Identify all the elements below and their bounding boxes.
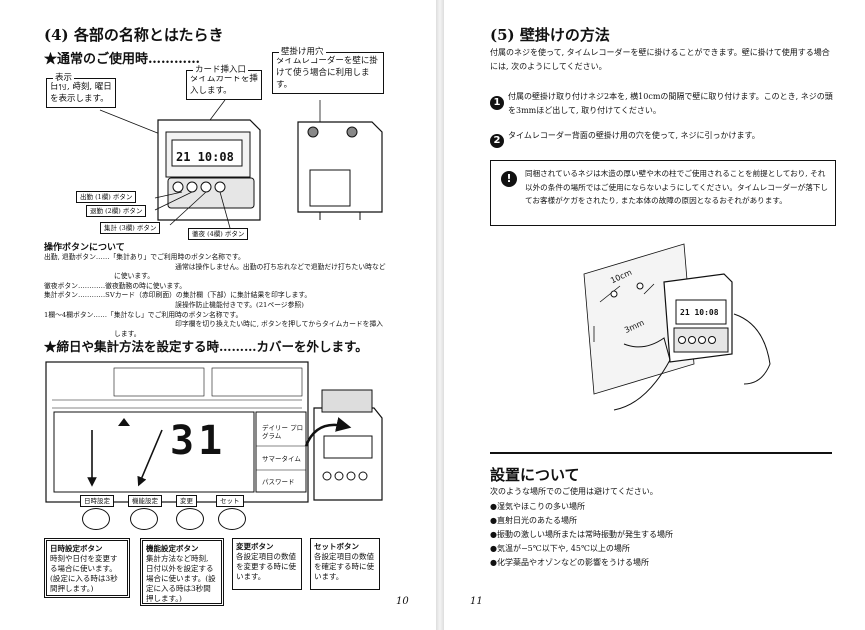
- btn-night-label: 徹夜 (4欄) ボタン: [188, 228, 249, 240]
- left-page: (4) 各部の名称とはたらき ★通常のご使用時………… 表示 日付, 時刻, 曜…: [44, 26, 409, 607]
- clock-display: 21 10:08: [176, 150, 234, 164]
- callout-set-title: セットボタン: [314, 542, 359, 551]
- display-callout-title: 表示: [53, 72, 75, 84]
- card-slot-text: タイムカードを挿入します。: [190, 74, 258, 96]
- callout-function-text: 集計方法など時刻, 日付以外を設定する場合に使います。(設定に入る時は3秒間押し…: [146, 554, 216, 603]
- install-item: ●化学薬品やオゾンなどの影響をうける場所: [490, 558, 649, 567]
- device-front-illustration: [99, 99, 383, 229]
- op-line: 誤操作防止機能付きです。(21ページ参照): [114, 300, 304, 309]
- warning-icon: !: [501, 171, 517, 187]
- panel-label-change: 変更: [176, 495, 197, 507]
- section-title: (5) 壁掛けの方法: [490, 26, 610, 44]
- panel-label-datetime: 日時設定: [80, 495, 114, 507]
- install-title: 設置について: [490, 466, 580, 484]
- callout-change: 変更ボタン 各設定項目の数値を変更する時に使います。: [232, 538, 302, 590]
- page-number: 10: [396, 596, 409, 607]
- wall-hole-title: 壁掛け用穴: [279, 46, 326, 58]
- callout-datetime-text: 時刻や日付を変更する場合に使います。(設定に入る時は3秒間押します。): [50, 554, 118, 593]
- settings-panel-illustration: [45, 361, 383, 503]
- step1-text: 付属の壁掛け取り付けネジ2本を, 横10cmの間隔で壁に取り付けます。このとき,…: [508, 92, 833, 115]
- change-button[interactable]: [176, 508, 204, 530]
- step1-number: 1: [490, 90, 504, 110]
- callout-datetime-title: 日時設定ボタン: [50, 544, 103, 553]
- wall-hole-callout: 壁掛け用穴 タイムレコーダーを壁に掛けて使う場合に利用します。: [272, 46, 384, 94]
- warning-box: ! 同梱されているネジは木造の厚い壁や木の柱でご使用されることを前提としており,…: [490, 160, 836, 226]
- display-callout: 表示 日付, 時刻, 曜日を表示します。: [46, 72, 116, 108]
- callout-change-text: 各設定項目の数値を変更する時に使います。: [236, 552, 296, 581]
- install-list: ●湿気やほこりの多い場所 ●直射日光のあたる場所 ●振動の激しい場所または常時振…: [490, 500, 673, 570]
- warning-text: 同梱されているネジは木造の厚い壁や木の柱でご使用されることを前提としており, そ…: [525, 169, 828, 205]
- page-number: 11: [470, 596, 483, 607]
- cutoff-heading: ★締日や集計方法を設定する時………カバーを外します。: [44, 339, 368, 354]
- callout-function: 機能設定ボタン 集計方法など時刻, 日付以外を設定する場合に使います。(設定に入…: [140, 538, 224, 606]
- section-title: (4) 各部の名称とはたらき: [44, 26, 224, 44]
- op-line: 通常は操作しません。出勤の打ち忘れなどで退勤だけ打ちたい時などに使います。: [114, 262, 386, 281]
- op-line: 徹夜ボタン…………徹夜勤務の時に使います。: [44, 281, 187, 290]
- panel-label-function: 機能設定: [128, 495, 162, 507]
- display-callout-text: 日付, 時刻, 曜日を表示します。: [50, 82, 112, 104]
- op-notes: 出勤, 退勤ボタン……「集計あり」でご利用時のボタン名称です。 通常は操作しませ…: [44, 253, 389, 339]
- wall-mount-illustration: [583, 243, 771, 411]
- op-line: 集計ボタン…………SVカード（赤印刷面）の集計欄（下部）に集計結果を印字します。: [44, 291, 312, 300]
- callout-change-title: 変更ボタン: [236, 542, 274, 551]
- btn-out-label: 退勤 (2欄) ボタン: [86, 205, 147, 217]
- install-item: ●湿気やほこりの多い場所: [490, 502, 585, 511]
- install-item: ●気温が−5℃以下や, 45℃以上の場所: [490, 544, 630, 553]
- op-line: 印字欄を切り換えたい時に, ボタンを押してからタイムカードを挿入します。: [114, 320, 384, 338]
- intro-text: 付属のネジを使って, タイムレコーダーを壁に掛けることができます。壁に掛けて使用…: [490, 48, 830, 71]
- op-line: 1欄〜4欄ボタン……「集計なし」でご利用時のボタン名称です。: [44, 310, 243, 319]
- wall-clock-display: 21 10:08: [680, 308, 719, 317]
- side-label-daily: デイリー プログラム: [262, 424, 304, 440]
- datetime-button[interactable]: [82, 508, 110, 530]
- step2-text: タイムレコーダー背面の壁掛け用の穴を使って, ネジに引っかけます。: [508, 131, 760, 140]
- install-item: ●振動の激しい場所または常時振動が発生する場所: [490, 530, 673, 539]
- big-display: 31: [170, 418, 227, 464]
- card-slot-callout: カード挿入口 タイムカードを挿入します。: [186, 64, 262, 100]
- btn-total-label: 集計 (3欄) ボタン: [100, 222, 161, 234]
- install-item: ●直射日光のあたる場所: [490, 516, 577, 525]
- right-page: (5) 壁掛けの方法 付属のネジを使って, タイムレコーダーを壁に掛けることがで…: [444, 0, 865, 630]
- callout-set: セットボタン 各設定項目の数値を確定する時に使います。: [310, 538, 380, 590]
- callout-datetime: 日時設定ボタン 時刻や日付を変更する場合に使います。(設定に入る時は3秒間押しま…: [44, 538, 130, 598]
- wall-hole-text: タイムレコーダーを壁に掛けて使う場合に利用します。: [276, 56, 378, 90]
- install-intro: 次のような場所でのご使用は避けてください。: [490, 487, 658, 496]
- normal-use-heading: ★通常のご使用時…………: [44, 52, 201, 67]
- callout-set-text: 各設定項目の数値を確定する時に使います。: [314, 552, 374, 581]
- install-divider: [490, 452, 832, 454]
- callout-function-title: 機能設定ボタン: [146, 544, 199, 553]
- function-button[interactable]: [130, 508, 158, 530]
- btn-in-label: 出勤 (1欄) ボタン: [76, 191, 137, 203]
- side-label-password: パスワード: [262, 478, 295, 486]
- op-heading: 操作ボタンについて: [44, 243, 125, 253]
- step2-number: 2: [490, 128, 504, 148]
- card-slot-title: カード挿入口: [193, 64, 249, 76]
- op-line: 出勤, 退勤ボタン……「集計あり」でご利用時のボタン名称です。: [44, 253, 245, 261]
- side-label-summer: サマータイム: [262, 455, 301, 463]
- book-gutter: [436, 0, 444, 630]
- panel-label-set: セット: [216, 495, 244, 507]
- set-button[interactable]: [218, 508, 246, 530]
